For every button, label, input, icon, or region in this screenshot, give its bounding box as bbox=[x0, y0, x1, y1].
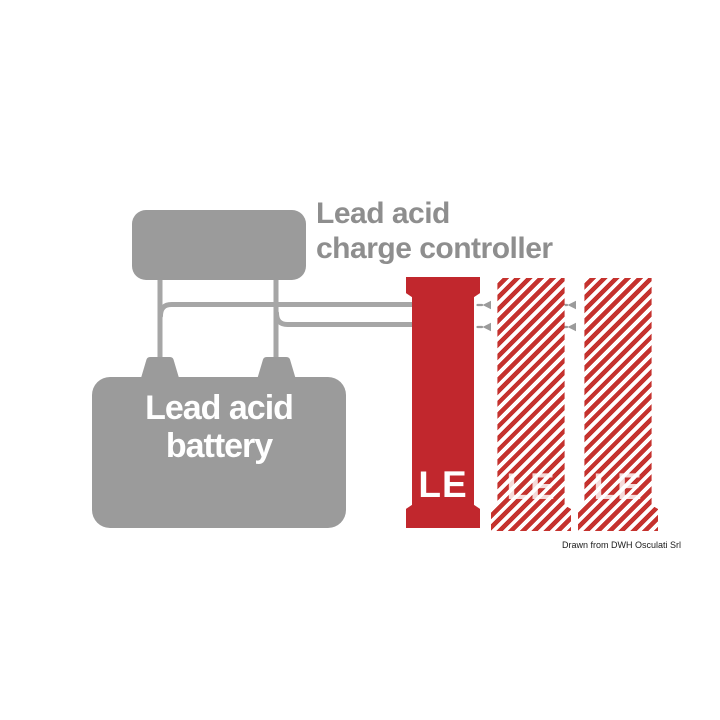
led-light-column-hatched-1: LE bbox=[491, 278, 571, 531]
battery-label: Lead acid battery bbox=[92, 389, 346, 465]
charge-controller-box bbox=[132, 210, 306, 280]
led-light-label: LE bbox=[506, 466, 556, 507]
battery-label-line2: battery bbox=[165, 427, 273, 465]
connector-stud-icon bbox=[476, 322, 491, 332]
caption-credit: Drawn from DWH Osculati Srl bbox=[561, 540, 681, 550]
connector-stud-icon bbox=[476, 300, 491, 310]
wire-horizontal-top bbox=[158, 302, 417, 319]
led-light-column-hatched-2: LE bbox=[578, 278, 658, 531]
battery-terminal-right bbox=[257, 357, 296, 378]
controller-label: Lead acid charge controller bbox=[316, 196, 553, 266]
led-light-label: LE bbox=[418, 464, 468, 505]
battery-box: Lead acid battery bbox=[92, 377, 346, 528]
battery-terminal-left bbox=[141, 357, 179, 378]
led-light-column-solid: LE bbox=[406, 277, 480, 528]
battery-label-line1: Lead acid bbox=[145, 389, 294, 427]
controller-label-line1: Lead acid bbox=[316, 197, 450, 230]
controller-label-line2: charge controller bbox=[316, 232, 553, 265]
led-light-label: LE bbox=[593, 466, 643, 507]
battery-terminals bbox=[141, 357, 296, 378]
wire-horizontal-bottom bbox=[274, 310, 417, 327]
wires bbox=[157, 276, 417, 362]
